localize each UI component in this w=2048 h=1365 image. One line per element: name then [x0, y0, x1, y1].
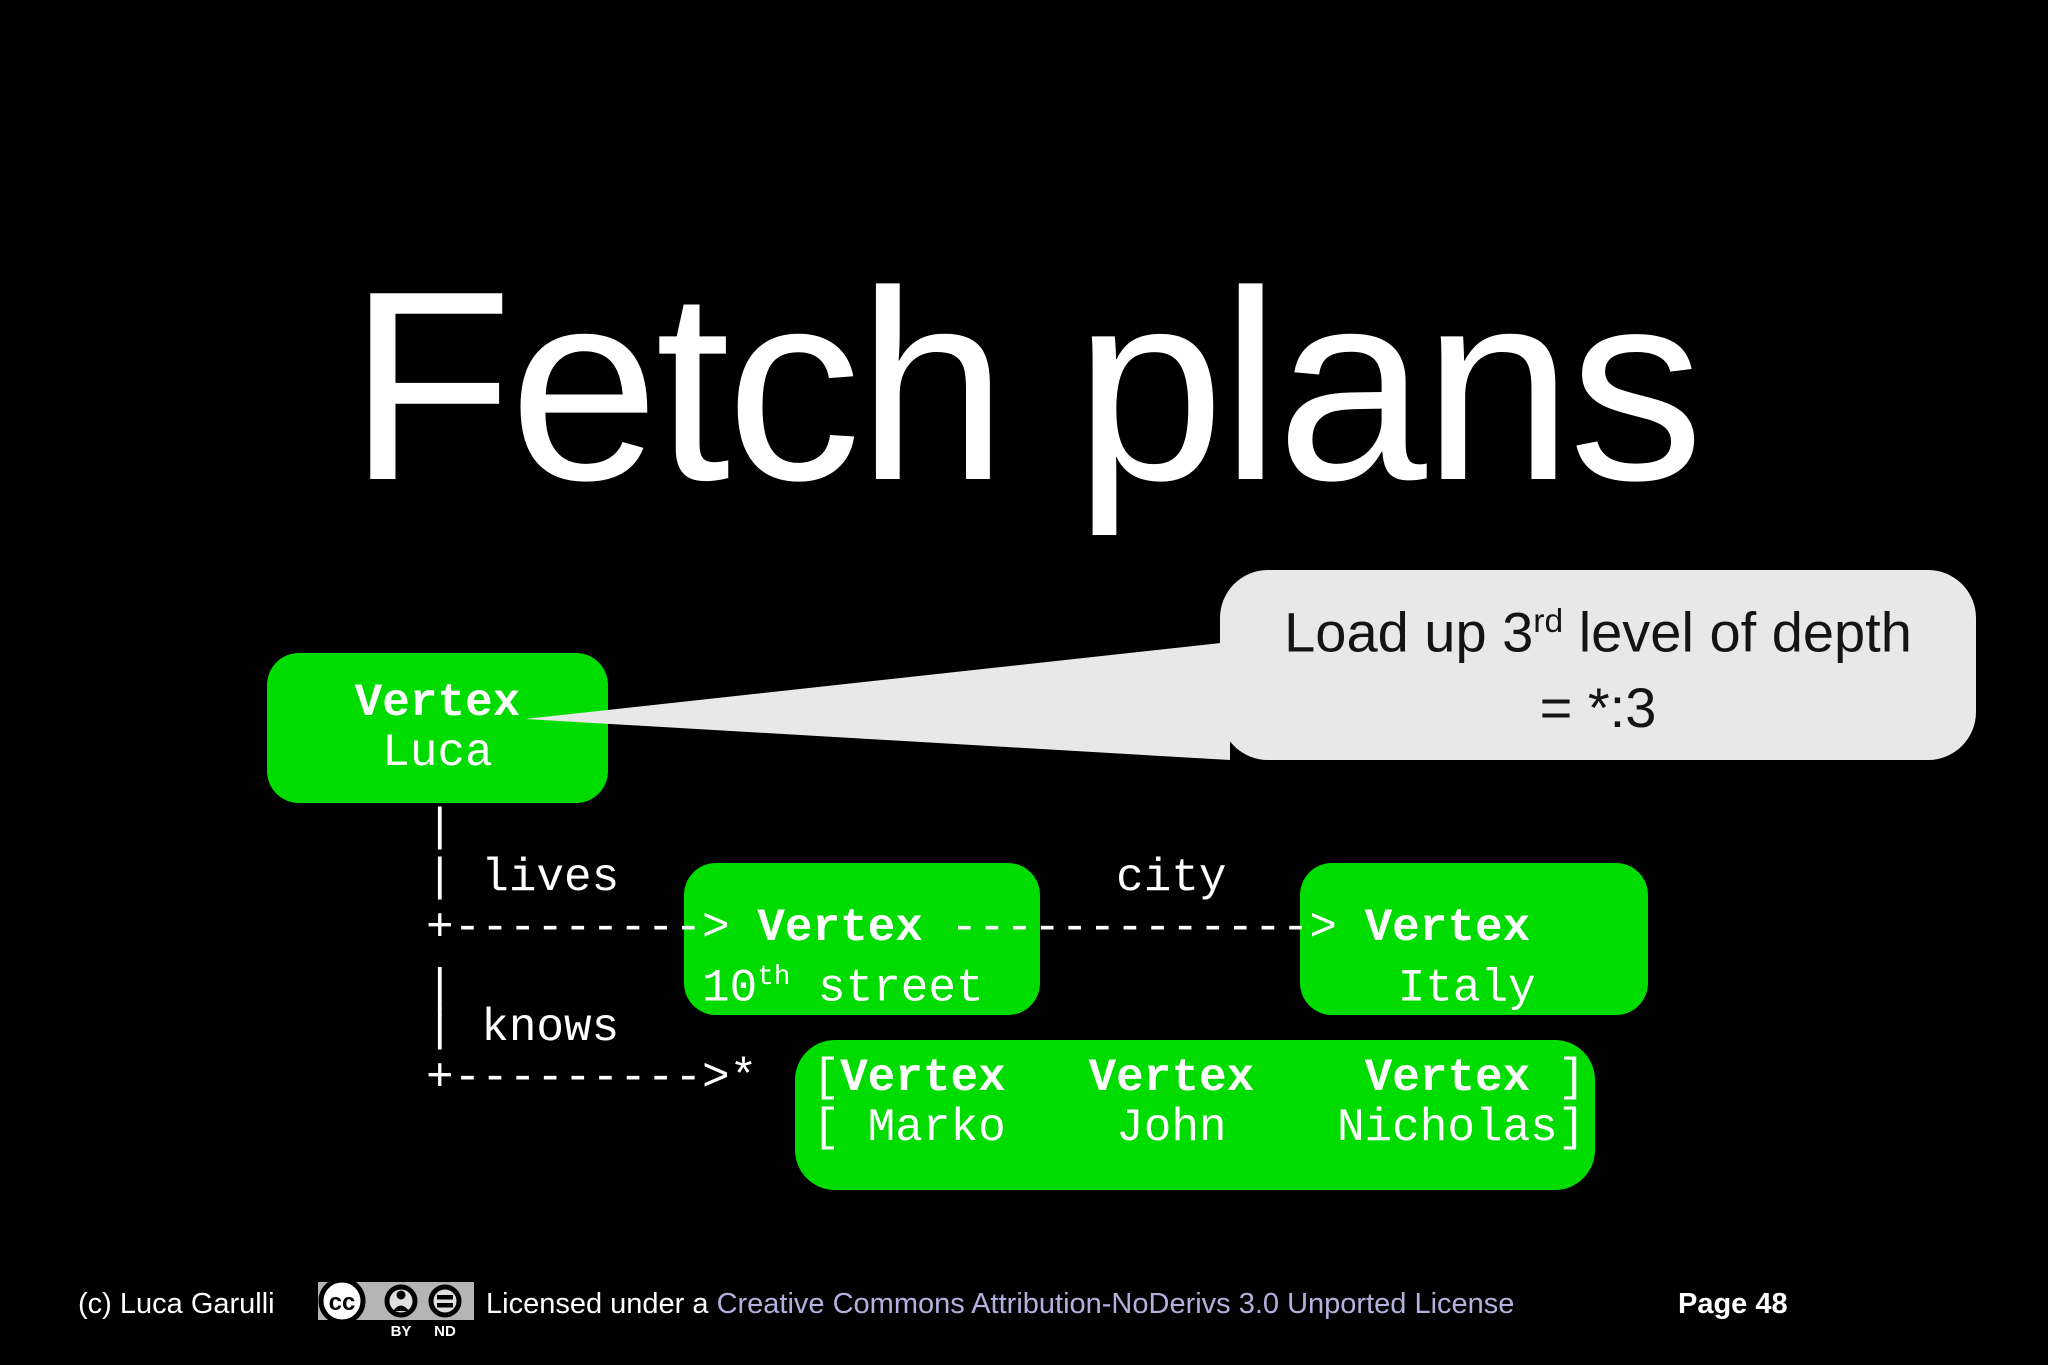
cc-by-label: BY	[391, 1323, 412, 1340]
ascii-art-line: +---------> Vertex -------------> Vertex	[426, 902, 1531, 954]
copyright-text: (c) Luca Garulli	[78, 1288, 275, 1320]
vertex-box-street	[684, 863, 1040, 1015]
cc-nd-label: ND	[434, 1323, 456, 1340]
license-link[interactable]: Creative Commons Attribution-NoDerivs 3.…	[716, 1288, 1515, 1320]
speech-bubble: Load up 3rd level of depth = *:3	[1220, 570, 1976, 760]
vertex-box-luca: Vertex Luca	[267, 653, 608, 803]
cc-nd-icon	[428, 1284, 462, 1318]
bubble-line-1: Load up 3rd level of depth	[1284, 600, 1912, 664]
cc-by-icon	[384, 1284, 418, 1318]
license-prefix: Licensed under a	[486, 1288, 717, 1320]
creative-commons-badge: cc BY ND	[318, 1277, 474, 1340]
ascii-art-line: | 10th street Italy	[426, 962, 1536, 1015]
ascii-graph: || lives city+---------> Vertex --------…	[426, 803, 1585, 1153]
bubble-line-2: = *:3	[1539, 676, 1657, 740]
ascii-art-line: | lives city	[426, 852, 1227, 904]
vertex-box-knows-list	[795, 1040, 1595, 1190]
ascii-art-line: |	[426, 802, 454, 854]
cc-nd-bar-bottom	[437, 1303, 453, 1308]
ascii-art-line: +--------->* [Vertex Vertex Vertex ]	[426, 1052, 1586, 1104]
ascii-art-line: [ Marko John Nicholas]	[426, 1102, 1586, 1154]
license-text: Licensed under a Creative Commons Attrib…	[486, 1288, 1514, 1321]
cc-logo-text: cc	[329, 1289, 356, 1316]
vertex-box-italy	[1300, 863, 1648, 1015]
cc-by-person-body	[393, 1305, 409, 1311]
page-number: Page 48	[1678, 1288, 1788, 1320]
cc-by-person-head	[396, 1290, 406, 1300]
ascii-art-line: | knows	[426, 1002, 620, 1054]
vertex-type-label: Vertex	[354, 677, 521, 729]
cc-logo-icon	[318, 1277, 366, 1325]
cc-nd-bar-top	[437, 1295, 453, 1300]
slide-title: Fetch plans	[348, 236, 1704, 537]
vertex-name-label: Luca	[382, 727, 493, 779]
